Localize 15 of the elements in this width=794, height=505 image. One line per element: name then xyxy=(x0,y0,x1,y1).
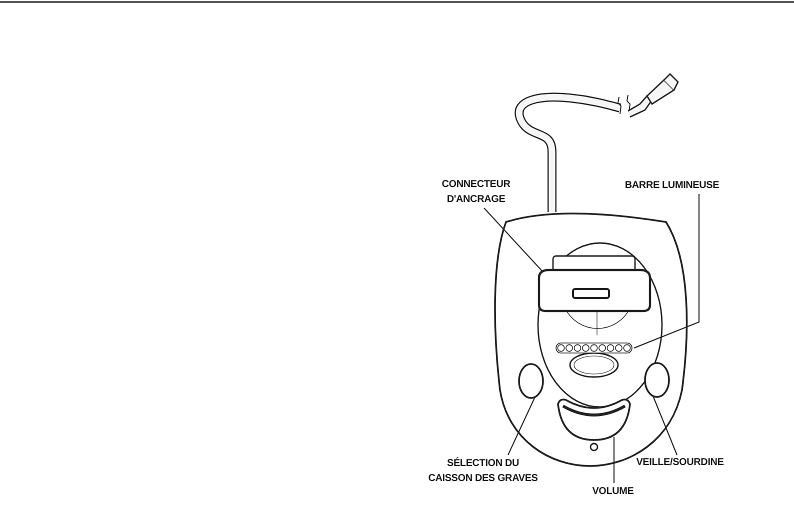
leader-line xyxy=(484,208,544,272)
part-label: BARRE LUMINEUSE xyxy=(612,178,732,193)
subwoofer-button xyxy=(518,363,544,399)
light-bar xyxy=(556,342,632,354)
volume-wheel xyxy=(557,398,631,441)
part-label: VOLUME xyxy=(580,484,646,499)
dock-connector xyxy=(538,255,652,312)
part-label: CONNECTEUR D'ANCRAGE xyxy=(428,177,524,207)
part-label: VEILLE/SOURDINE xyxy=(625,455,735,470)
part-label: SÉLECTION DU CAISSON DES GRAVES xyxy=(426,456,540,486)
standby-button xyxy=(644,362,670,398)
leader-line xyxy=(613,437,615,483)
leader-line xyxy=(508,396,536,456)
leader-line xyxy=(634,194,700,349)
leader-line xyxy=(652,396,678,456)
